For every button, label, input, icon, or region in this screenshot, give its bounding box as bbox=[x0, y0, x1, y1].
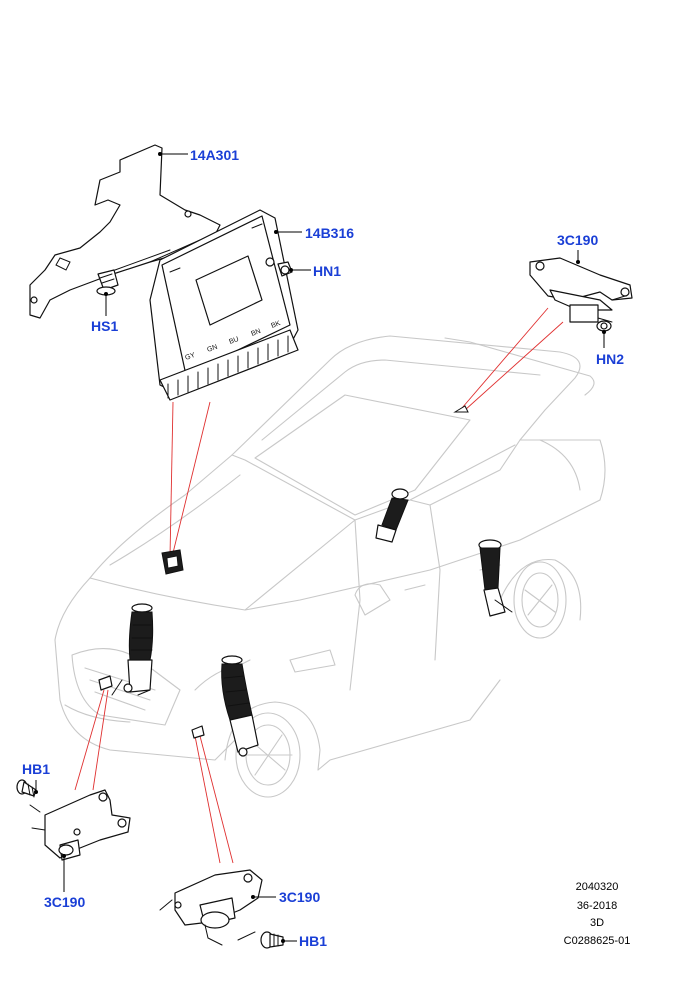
reference-block: 2040320 36-2018 3D C0288625-01 bbox=[564, 881, 631, 947]
bracket-screw bbox=[96, 269, 119, 296]
front-right-air-spring bbox=[221, 655, 259, 757]
reference-line-1: 2040320 bbox=[576, 881, 619, 893]
reference-line-3: 3D bbox=[590, 917, 604, 929]
callout-rear-sensor: 3C190 bbox=[557, 232, 598, 248]
rear-right-air-spring bbox=[478, 539, 513, 617]
svg-text:GY: GY bbox=[184, 352, 196, 362]
leader-lines bbox=[34, 152, 606, 943]
reference-line-4: C0288625-01 bbox=[564, 935, 631, 947]
front-left-air-spring bbox=[111, 603, 154, 696]
module-bracket bbox=[29, 144, 221, 319]
front-left-bolt bbox=[16, 779, 37, 798]
callout-bracket-nut: HN1 bbox=[313, 263, 341, 279]
locator-lines bbox=[74, 307, 564, 864]
rear-left-air-spring bbox=[375, 488, 409, 543]
reference-line-2: 36-2018 bbox=[577, 900, 617, 912]
svg-text:BN: BN bbox=[250, 328, 262, 338]
svg-text:BK: BK bbox=[270, 320, 281, 330]
bracket-nut bbox=[277, 261, 293, 277]
callout-front-left-bolt: HB1 bbox=[22, 761, 50, 777]
callout-rear-sensor-nut: HN2 bbox=[596, 351, 624, 367]
front-right-bolt bbox=[260, 931, 284, 949]
control-module-location bbox=[161, 549, 184, 575]
control-module: GY GN BU BN BK bbox=[149, 209, 299, 401]
rear-height-sensor bbox=[529, 257, 633, 323]
front-left-height-sensor bbox=[29, 789, 131, 861]
callout-front-right-bolt: HB1 bbox=[299, 933, 327, 949]
front-right-height-sensor-location bbox=[191, 725, 205, 739]
front-left-height-sensor-location bbox=[98, 675, 113, 691]
callout-bracket-screw: HS1 bbox=[91, 318, 118, 334]
vehicle-outline bbox=[54, 335, 606, 798]
callout-labels: 14A301 14B316 HN1 HS1 3C190 HN2 HB1 3C19… bbox=[22, 147, 624, 949]
svg-text:GN: GN bbox=[206, 344, 218, 354]
front-right-height-sensor bbox=[159, 869, 263, 946]
svg-text:BU: BU bbox=[228, 336, 240, 346]
rear-sensor-nut bbox=[596, 320, 612, 332]
callout-control-module: 14B316 bbox=[305, 225, 354, 241]
callout-front-left-sensor: 3C190 bbox=[44, 894, 85, 910]
rear-sensor-location bbox=[453, 405, 469, 413]
callout-module-bracket: 14A301 bbox=[190, 147, 239, 163]
callout-front-right-sensor: 3C190 bbox=[279, 889, 320, 905]
